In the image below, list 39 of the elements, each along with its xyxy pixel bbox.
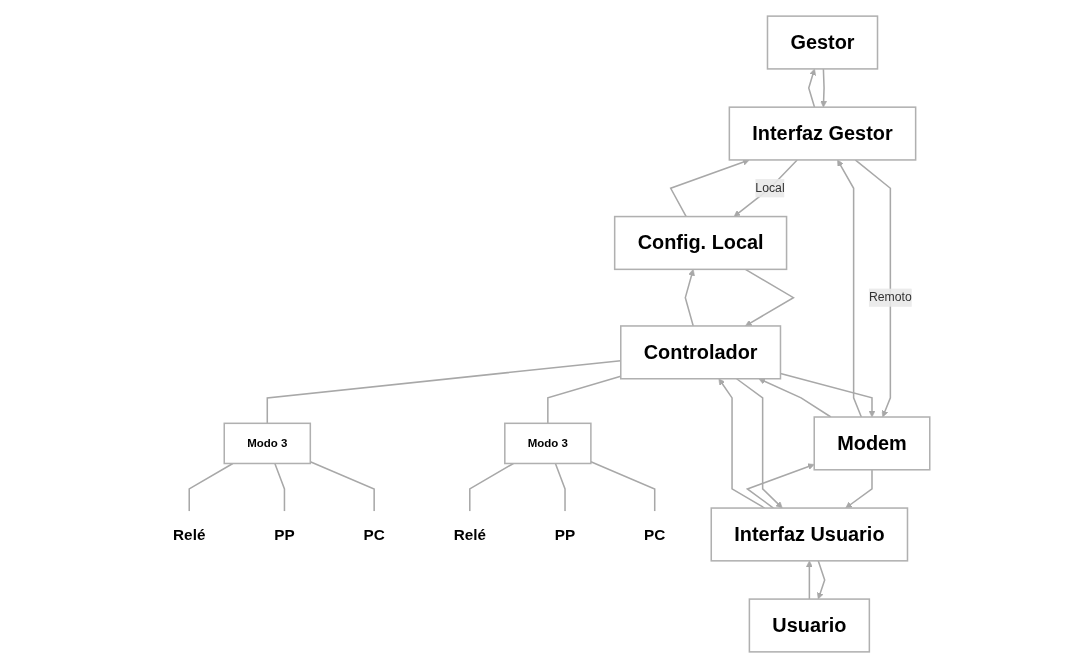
node-box: Modem <box>813 416 931 471</box>
arrow <box>684 269 695 327</box>
node-text: PC <box>363 526 385 543</box>
connector <box>273 462 285 513</box>
node-box: Modo 3 <box>503 422 592 465</box>
node-box: Interfaz Usuario <box>710 507 908 562</box>
edge-label: Local <box>754 181 785 195</box>
arrow <box>819 68 827 108</box>
arrow <box>836 159 862 418</box>
arrow <box>758 378 832 418</box>
arrow <box>816 560 826 600</box>
node-box: Config. Local <box>613 215 787 271</box>
node-text: Relé <box>172 526 205 543</box>
node-box: Controlador <box>619 325 781 380</box>
arrow <box>805 560 813 600</box>
connector <box>589 460 656 513</box>
node-box: Usuario <box>748 598 870 653</box>
node-text: Relé <box>453 526 486 543</box>
arrow <box>669 158 750 218</box>
arrow <box>854 159 891 418</box>
connector <box>554 462 566 513</box>
edge-label: Remoto <box>868 290 912 304</box>
connector <box>188 462 234 513</box>
arrow <box>733 159 798 217</box>
node-text: PP <box>554 526 575 543</box>
node-box: Interfaz Gestor <box>728 106 916 161</box>
connector <box>266 360 622 425</box>
node-box: Gestor <box>766 15 878 70</box>
connector <box>468 462 514 513</box>
connector <box>309 460 375 513</box>
arrow <box>807 68 816 108</box>
node-text: PC <box>643 526 665 543</box>
arrow <box>844 469 873 509</box>
arrow <box>744 268 795 327</box>
arrow <box>718 378 765 509</box>
arrow <box>735 378 783 509</box>
node-text: PP <box>273 526 295 543</box>
connector <box>546 375 622 425</box>
node-box: Modo 3 <box>223 422 311 465</box>
